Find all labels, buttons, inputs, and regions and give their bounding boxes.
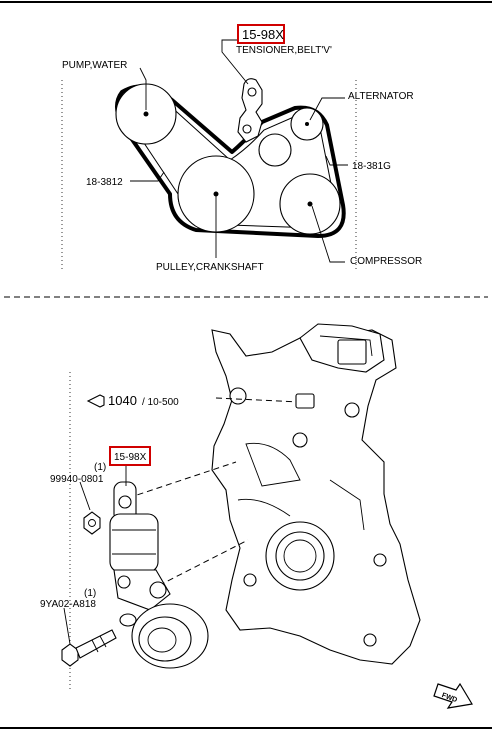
tensioner-exploded-view: 1040 / 10-500 15-98X (1) 99940-0801 (1) … bbox=[40, 323, 473, 709]
nut-part-number: 99940-0801 bbox=[50, 474, 104, 485]
leader-bolt bbox=[63, 607, 71, 645]
mount-boss-6 bbox=[243, 573, 257, 587]
tensioner-pulley bbox=[258, 133, 292, 167]
mount-boss-5 bbox=[363, 633, 377, 647]
leader-belt-right bbox=[325, 155, 348, 166]
install-path-lower bbox=[149, 539, 249, 591]
head-detail bbox=[319, 335, 373, 357]
highlight-box-top bbox=[237, 24, 285, 44]
leader-belt-left bbox=[130, 171, 165, 182]
mount-boss-3 bbox=[344, 402, 360, 418]
compressor-center bbox=[307, 201, 313, 207]
bolt-ref-sub: / 10-500 bbox=[142, 397, 179, 408]
highlight-box-bottom bbox=[109, 446, 151, 466]
compressor-label: COMPRESSOR bbox=[350, 256, 422, 267]
mount-boss-1 bbox=[229, 387, 247, 405]
cover-rib-1 bbox=[237, 498, 291, 517]
leader-alternator bbox=[309, 97, 345, 121]
bolt-part-number: 9YA02-A818 bbox=[40, 599, 96, 610]
bolt-arrow-icon bbox=[86, 394, 105, 408]
tensioner-code-bottom: 15-98X bbox=[114, 452, 147, 463]
tensioner-bolt-top bbox=[247, 87, 257, 97]
nut-99940-0801 bbox=[83, 511, 101, 535]
nut-qty: (1) bbox=[94, 462, 106, 473]
idler-pulley-hub bbox=[147, 627, 177, 653]
alternator-center bbox=[305, 122, 309, 126]
water-pump-center bbox=[143, 111, 149, 117]
mount-boss-4 bbox=[373, 553, 387, 567]
tensioner-arm-pivot bbox=[117, 575, 131, 589]
mount-pad bbox=[245, 442, 301, 487]
tensioner-name-label: TENSIONER,BELT'V' bbox=[236, 45, 332, 56]
leader-tensioner bbox=[221, 39, 249, 85]
bolt-9ya02-shank bbox=[75, 629, 117, 659]
bolt-ref-number: 1040 bbox=[108, 393, 137, 408]
bolt-1040-head bbox=[295, 393, 315, 409]
belt-left-label: 18-3812 bbox=[86, 177, 123, 188]
tensioner-bolt-bottom bbox=[242, 124, 252, 134]
v-belt-inner bbox=[124, 91, 336, 229]
tensioner-code-top: 15-98X bbox=[242, 27, 284, 42]
fwd-arrow-icon: FWD bbox=[433, 682, 473, 709]
crankshaft-center bbox=[213, 191, 219, 197]
leader-pump bbox=[139, 67, 147, 110]
bolt-9ya02-head bbox=[61, 643, 79, 667]
head-cap bbox=[337, 339, 367, 365]
water-pump-label: PUMP,WATER bbox=[62, 60, 127, 71]
mount-boss-2 bbox=[292, 432, 308, 448]
leader-compressor bbox=[311, 205, 345, 263]
install-path-upper bbox=[127, 461, 237, 499]
belt-routing-diagram: 15-98X TENSIONER,BELT'V' PUMP,WATER ALTE… bbox=[61, 24, 422, 273]
tensioner-damper-body bbox=[109, 513, 159, 573]
tensioner-arm-mount bbox=[149, 581, 167, 599]
front-seal-core bbox=[283, 539, 317, 573]
crank-pulley-label: PULLEY,CRANKSHAFT bbox=[156, 262, 264, 273]
belt-right-label: 18-381G bbox=[352, 161, 391, 172]
front-seal-inner bbox=[275, 531, 325, 581]
idler-pulley-bearing bbox=[138, 616, 192, 662]
nut-hole bbox=[88, 519, 96, 527]
tensioner-eye-hole bbox=[118, 495, 132, 509]
bolt-1040-leader bbox=[215, 397, 301, 403]
leader-nut bbox=[79, 481, 91, 511]
alternator-label: ALTERNATOR bbox=[348, 91, 414, 102]
cover-rib-2 bbox=[329, 479, 365, 531]
bolt-qty: (1) bbox=[84, 588, 96, 599]
bolt-thread-2 bbox=[99, 635, 107, 648]
bolt-thread-1 bbox=[91, 639, 99, 653]
idler-pulley-washer bbox=[119, 613, 137, 627]
engine-front-cover bbox=[211, 329, 421, 665]
